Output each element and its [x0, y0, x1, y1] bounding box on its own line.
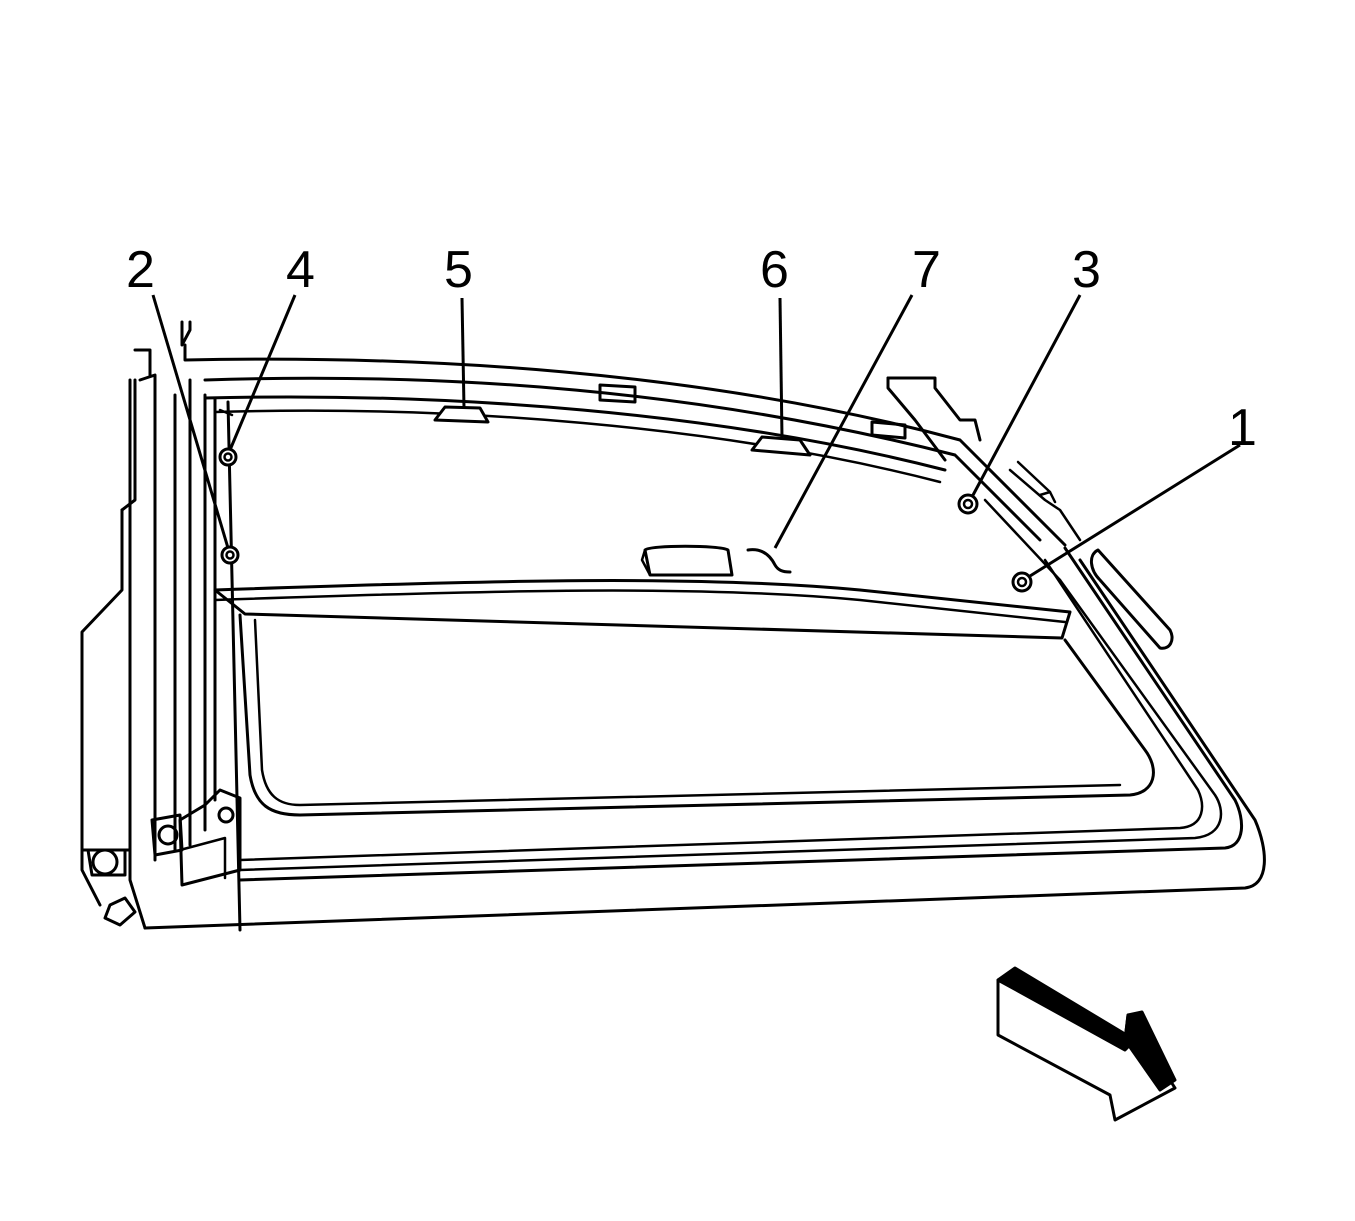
callout-5: 5	[444, 241, 473, 299]
callout-labels: 1 2 3 4 5 6 7	[126, 241, 1257, 457]
glass-panel	[213, 544, 1155, 817]
callout-2: 2	[126, 241, 155, 299]
guide-block-6	[750, 435, 812, 457]
callout-3: 3	[1072, 241, 1101, 299]
callout-4: 4	[286, 241, 315, 299]
nut-1	[1011, 571, 1033, 593]
left-side-rail	[80, 320, 242, 932]
view-direction-arrow-icon	[996, 966, 1177, 1122]
front-guide-blocks	[433, 405, 812, 457]
callout-1: 1	[1228, 399, 1257, 457]
nut-4	[218, 447, 238, 467]
callout-6: 6	[760, 241, 789, 299]
retaining-clip-7	[746, 548, 792, 574]
callout-7: 7	[912, 241, 941, 299]
nut-2	[220, 545, 240, 565]
sunroof-frame	[143, 343, 1266, 930]
nut-3	[957, 493, 979, 515]
leader-lines	[151, 294, 1241, 578]
fasteners	[218, 447, 1033, 593]
guide-block-5	[433, 405, 490, 424]
